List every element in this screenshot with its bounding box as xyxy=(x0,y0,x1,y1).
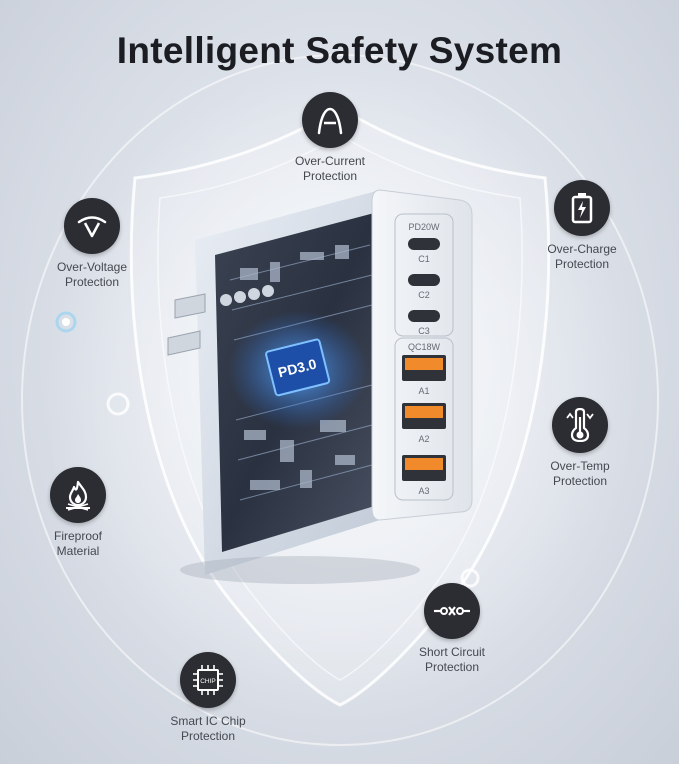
feature-over-temp: Over-Temp Protection xyxy=(510,397,650,489)
port-c2 xyxy=(408,274,440,286)
feature-label: Over-Current xyxy=(294,154,365,168)
chip-icon: CHIP xyxy=(180,652,236,708)
plug-prong xyxy=(174,293,206,319)
feature-label: Over-Charge xyxy=(547,242,617,256)
feature-label: Protection xyxy=(424,660,480,674)
feature-label: Protection xyxy=(552,474,608,488)
feature-label: Material xyxy=(56,544,100,558)
svg-text:C1: C1 xyxy=(418,254,430,264)
port-c1 xyxy=(408,238,440,250)
chip-icon-text: CHIP xyxy=(200,678,216,685)
pd-group-label: PD20W xyxy=(408,222,440,232)
feature-short-circuit: Short Circuit Protection xyxy=(382,583,522,675)
svg-text:A3: A3 xyxy=(418,486,429,496)
feature-label: Protection xyxy=(180,729,236,743)
feature-over-charge: Over-Charge Protection xyxy=(512,180,652,272)
feature-over-current: Over-Current Protection xyxy=(260,92,400,184)
svg-text:A1: A1 xyxy=(418,386,429,396)
feature-label: Short Circuit xyxy=(418,645,486,659)
feature-label: Smart IC Chip xyxy=(170,714,246,728)
feature-label: Fireproof xyxy=(53,529,103,543)
feature-label: Over-Temp xyxy=(550,459,610,473)
flame-icon xyxy=(50,467,106,523)
triangle-a-icon xyxy=(302,92,358,148)
feature-fireproof: Fireproof Material xyxy=(8,467,148,559)
feature-label: Protection xyxy=(64,275,120,289)
page-title: Intelligent Safety System xyxy=(116,30,563,71)
switch-circuit-icon xyxy=(424,583,480,639)
pd-chip xyxy=(265,338,331,397)
qc-group-label: QC18W xyxy=(408,342,441,352)
svg-text:C2: C2 xyxy=(418,290,430,300)
feature-label: Protection xyxy=(554,257,610,271)
feature-label: Over-Voltage xyxy=(56,260,128,274)
v-arc-icon xyxy=(64,198,120,254)
feature-label: Protection xyxy=(302,169,358,183)
svg-text:C3: C3 xyxy=(418,326,430,336)
port-c3 xyxy=(408,310,440,322)
feature-smart-ic-chip: CHIP Smart IC Chip Protection xyxy=(138,652,278,744)
feature-over-voltage: Over-Voltage Protection xyxy=(22,198,162,290)
thermometer-icon xyxy=(552,397,608,453)
svg-text:A2: A2 xyxy=(418,434,429,444)
battery-bolt-icon xyxy=(554,180,610,236)
